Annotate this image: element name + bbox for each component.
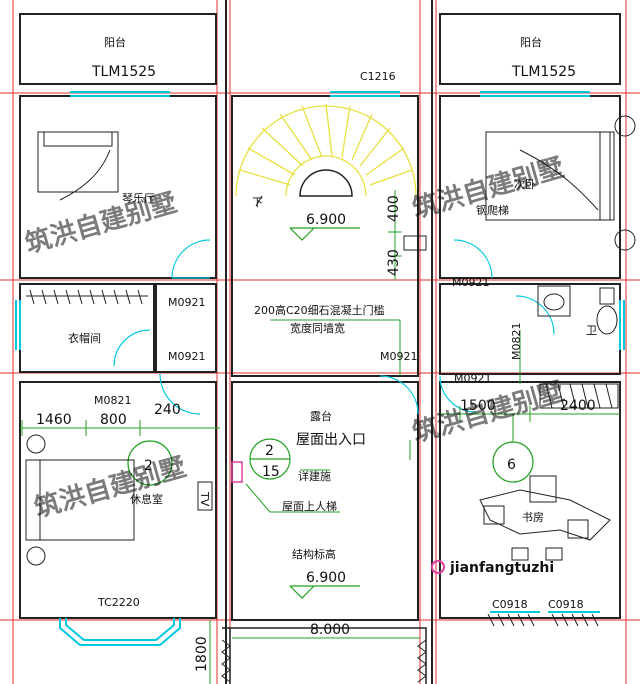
label-tlm1525-left: TLM1525 xyxy=(91,64,156,80)
detail-callout xyxy=(249,438,291,480)
roof-ladder-label: 屋面上人梯 xyxy=(282,500,337,513)
furniture xyxy=(25,115,636,566)
label-m0921-a: M0921 xyxy=(168,296,206,309)
elevation-marker-bottom xyxy=(289,585,360,599)
label-tc2220: TC2220 xyxy=(97,596,140,609)
dim-1800: 1800 xyxy=(194,636,210,672)
dim-2400: 2400 xyxy=(560,398,596,414)
dim-1500: 1500 xyxy=(460,398,496,414)
label-m0921-b: M0921 xyxy=(168,350,206,363)
brand-text: jianfangtuzhi xyxy=(449,560,554,576)
axis-label-2: 2 xyxy=(144,458,153,474)
watermark-top-left: 筑洪自建别墅 xyxy=(22,187,181,260)
detail-number: 2 xyxy=(265,443,274,459)
label-m0821-b: M0821 xyxy=(510,323,523,361)
struct-elev-label: 结构标高 xyxy=(292,547,336,561)
room-second-bedroom: 次卧 xyxy=(514,177,536,191)
roof-exit-label: 屋面出入口 xyxy=(296,432,366,448)
level-top: 6.900 xyxy=(306,212,346,228)
dimension-lines xyxy=(20,190,620,684)
label-c0918-b: C0918 xyxy=(548,598,584,611)
window-c0918-hatch xyxy=(487,613,599,627)
steel-ladder-label: 钢爬梯 xyxy=(476,204,509,217)
dim-800: 800 xyxy=(100,412,127,428)
room-study: 书房 xyxy=(522,511,544,524)
room-balcony-left: 阳台 xyxy=(104,35,126,49)
sill-note-line-1: 200高C20细石混凝土门槛 xyxy=(254,303,385,317)
dim-8000: 8.000 xyxy=(310,622,350,638)
label-m0921-d: M0921 xyxy=(452,276,490,289)
stair-arrow xyxy=(255,195,263,207)
detail-ref-label: 详建施 xyxy=(298,469,331,483)
room-bathroom: 卫 xyxy=(586,324,597,337)
dim-240: 240 xyxy=(154,402,181,418)
room-rest-room: 休息室 xyxy=(130,492,163,506)
dim-1460: 1460 xyxy=(36,412,72,428)
room-cloakroom: 衣帽间 xyxy=(68,331,101,345)
roof-tiles-left xyxy=(221,639,231,683)
stair-down-label: 下 xyxy=(252,196,263,209)
roof-ladder-mark xyxy=(231,461,243,483)
terrace-parapet xyxy=(222,627,427,684)
roof-tiles-right xyxy=(417,639,427,683)
label-c1216: C1216 xyxy=(360,70,396,83)
label-m0921-c: M0921 xyxy=(380,350,418,363)
stair-core xyxy=(299,169,353,197)
dim-400: 400 xyxy=(386,195,402,222)
label-m0821-a: M0821 xyxy=(94,394,132,407)
level-bottom: 6.900 xyxy=(306,570,346,586)
room-balcony-right: 阳台 xyxy=(520,35,542,49)
steel-ladder-box xyxy=(403,235,427,251)
windows xyxy=(15,91,625,646)
sill-note-line-2: 宽度同墙宽 xyxy=(290,321,345,335)
watermark-mid-left: 筑洪自建别墅 xyxy=(31,451,190,524)
spiral-stair xyxy=(235,103,417,197)
tv-label: TV xyxy=(198,491,211,507)
room-piano-hall: 琴乐厅 xyxy=(122,192,155,205)
label-tlm1525-right: TLM1525 xyxy=(511,64,576,80)
elevation-marker-top xyxy=(289,227,360,241)
axis-circle-2 xyxy=(127,440,173,486)
label-c0918-a: C0918 xyxy=(492,598,528,611)
detail-sheet: 15 xyxy=(262,464,280,480)
room-terrace: 露台 xyxy=(310,409,332,423)
label-m0921-e: M0921 xyxy=(454,372,492,385)
axis-label-6: 6 xyxy=(507,457,516,473)
door-swings xyxy=(113,239,555,415)
dim-430: 430 xyxy=(386,249,402,276)
brand-flower-icon xyxy=(431,560,445,574)
